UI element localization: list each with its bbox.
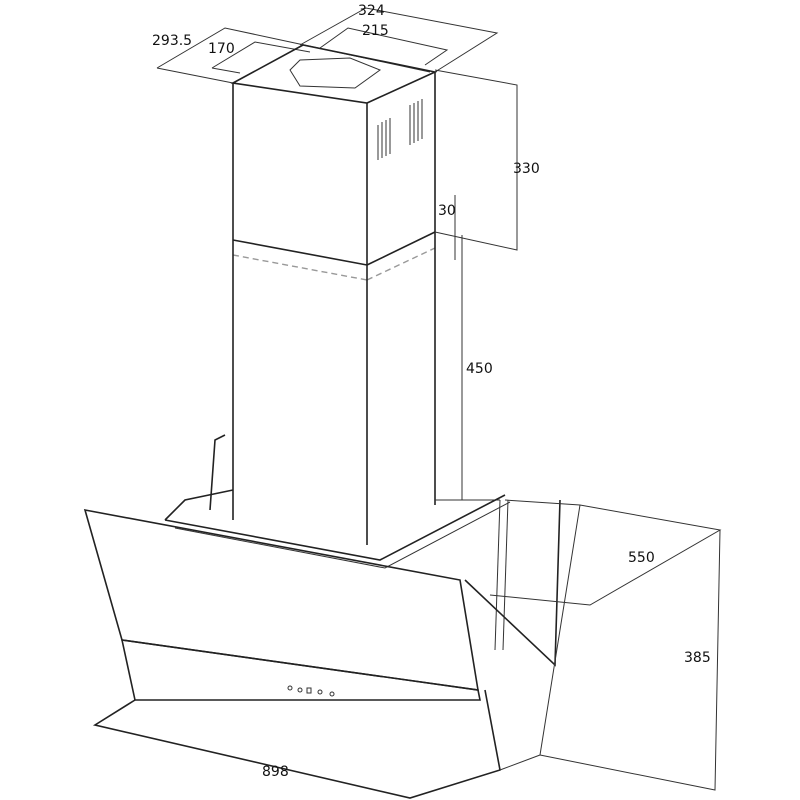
mounting-frame <box>164 489 511 651</box>
dim-overlap: 30 <box>438 203 456 219</box>
hood-depth-box <box>489 499 722 791</box>
dim-upper-chimney: 330 <box>513 161 540 177</box>
hood-body <box>83 434 561 799</box>
dim-duct-width: 215 <box>362 23 389 39</box>
wall-plane <box>434 69 518 501</box>
upper-chimney <box>230 44 438 265</box>
dim-top-depth: 293.5 <box>152 33 193 49</box>
lower-chimney <box>232 231 436 545</box>
dim-hood-height: 385 <box>684 650 711 666</box>
control-buttons <box>287 685 335 697</box>
dim-duct-depth: 170 <box>208 41 235 57</box>
dim-hood-depth: 550 <box>628 550 655 566</box>
dim-hood-width: 898 <box>262 764 289 780</box>
dim-lower-chimney: 450 <box>466 361 493 377</box>
dim-top-width: 324 <box>358 3 385 19</box>
